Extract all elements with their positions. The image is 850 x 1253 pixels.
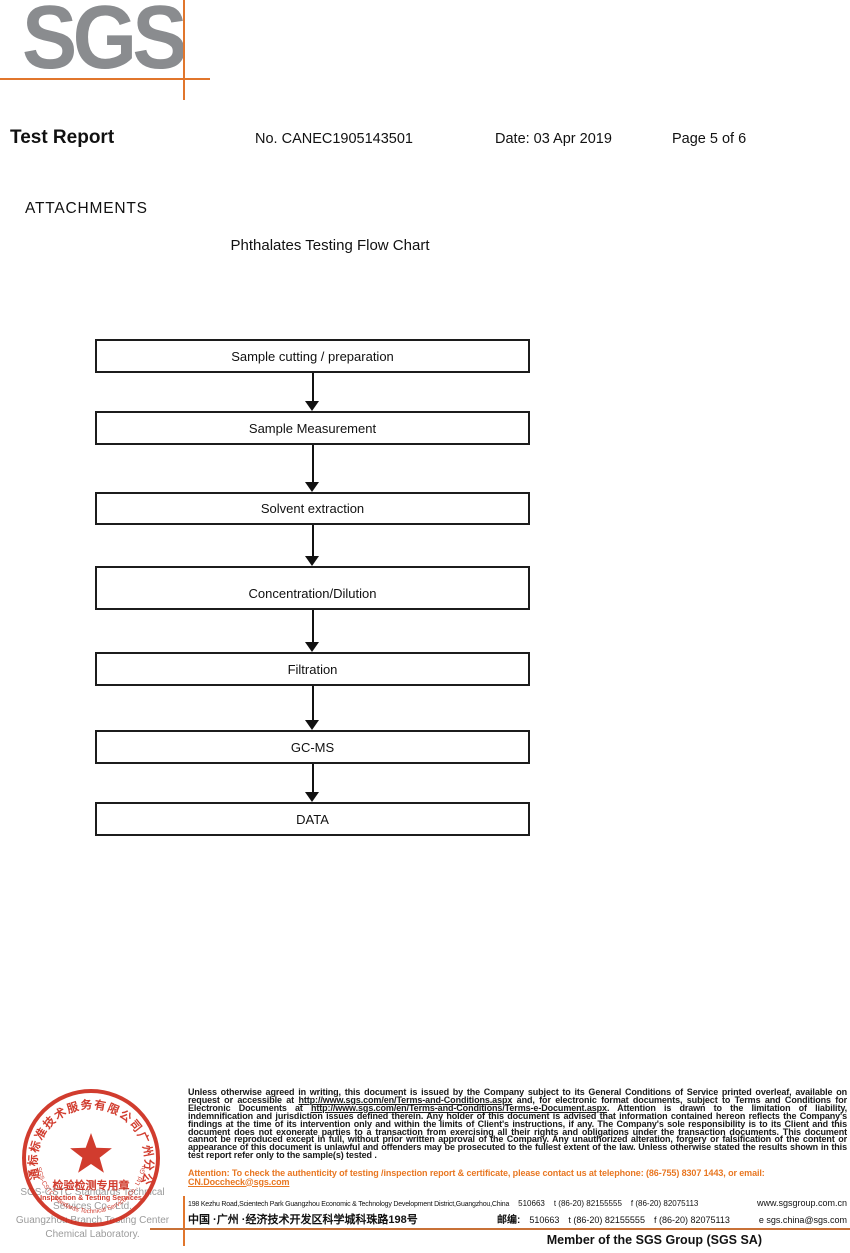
flowchart-step-concentration-dilution: Concentration/Dilution (95, 566, 530, 610)
address-street-en: 198 Kezhu Road,Scientech Park Guangzhou … (188, 1201, 510, 1208)
address-tel-cn: t (86-20) 82155555 (568, 1215, 645, 1225)
down-arrow-icon (304, 525, 321, 566)
down-arrow-icon (304, 764, 321, 802)
down-arrow-icon (304, 373, 321, 411)
stamp-center-english-text: Inspection & Testing Services (40, 1193, 142, 1202)
address-row-english: 198 Kezhu Road,Scientech Park Guangzhou … (188, 1198, 847, 1208)
flowchart-step-sample-cutting: Sample cutting / preparation (95, 339, 530, 373)
terms-conditions-link[interactable]: http://www.sgs.com/en/Terms-and-Conditio… (298, 1094, 513, 1105)
stamp-outer-ring (22, 1089, 160, 1227)
flowchart-title: Phthalates Testing Flow Chart (230, 237, 430, 254)
address-tel-en: t (86-20) 82155555 (553, 1199, 622, 1208)
down-arrow-icon (304, 445, 321, 492)
report-date: Date: 03 Apr 2019 (495, 131, 612, 147)
terms-e-document-link[interactable]: http://www.sgs.com/en/Terms-and-Conditio… (310, 1102, 607, 1113)
attention-notice: Attention: To check the authenticity of … (188, 1168, 847, 1187)
logo-crosshair-vertical-line (183, 0, 185, 100)
sgs-logo: SGS (22, 0, 188, 88)
laboratory-name-line2: Guangzhou Branch Testing Center Chemical… (15, 1215, 170, 1240)
legal-text-part1: Unless otherwise agreed in writing, this… (188, 1087, 847, 1105)
sgs-china-email-link[interactable]: e sgs.china@sgs.com (758, 1215, 847, 1225)
page-indicator: Page 5 of 6 (672, 131, 747, 147)
flowchart-step-filtration: Filtration (95, 652, 530, 686)
address-fax-cn: f (86-20) 82075113 (653, 1215, 730, 1225)
logo-crosshair-horizontal-line (0, 78, 210, 80)
legal-text-part2: and, for electronic format documents, su… (188, 1094, 847, 1113)
attachments-heading: ATTACHMENTS (25, 200, 148, 217)
flowchart-step-sample-measurement: Sample Measurement (95, 411, 530, 445)
attention-text: Attention: To check the authenticity of … (188, 1168, 765, 1178)
down-arrow-icon (304, 686, 321, 730)
laboratory-name: SGS-CSTC Standards Technical Services Co… (0, 1186, 185, 1242)
doccheck-email-link[interactable]: CN.Doccheck@sgs.com (188, 1176, 290, 1187)
legal-disclaimer-paragraph: Unless otherwise agreed in writing, this… (188, 1087, 847, 1161)
footer-divider-line (183, 1196, 185, 1246)
address-street-cn: 中国 ·广州 ·经济技术开发区科学城科珠路198号 (188, 1214, 418, 1226)
address-fax-en: f (86-20) 82075113 (630, 1199, 699, 1208)
report-number: No. CANEC1905143501 (255, 131, 413, 147)
flowchart-step-solvent-extraction: Solvent extraction (95, 492, 530, 525)
footer-bottom-rule (150, 1228, 850, 1230)
address-postal-en: 510663 (518, 1199, 545, 1208)
sgs-website-link[interactable]: www.sgsgroup.com.cn (756, 1198, 847, 1208)
inspection-stamp-seal: 通标标准技术服务有限公司广州分公司 检验检测专用章 Inspection & T… (16, 1083, 160, 1227)
laboratory-name-line1: SGS-CSTC Standards Technical Services Co… (20, 1187, 165, 1212)
sgs-group-membership-note: Member of the SGS Group (SGS SA) (546, 1233, 762, 1247)
stamp-star-icon (70, 1133, 112, 1173)
flowchart-step-data: DATA (95, 802, 530, 836)
legal-text-part3: . Attention is drawn to the limitation o… (188, 1102, 847, 1161)
address-row-chinese: 中国 ·广州 ·经济技术开发区科学城科珠路198号 邮编: 510663 t (… (188, 1211, 847, 1227)
down-arrow-icon (304, 610, 321, 652)
stamp-center-chinese-text: 检验检测专用章 (53, 1178, 130, 1192)
postal-label-cn: 邮编: (497, 1215, 521, 1226)
report-title: Test Report (10, 127, 115, 148)
flowchart-step-gc-ms: GC-MS (95, 730, 530, 764)
address-postal-cn: 510663 (529, 1215, 560, 1225)
